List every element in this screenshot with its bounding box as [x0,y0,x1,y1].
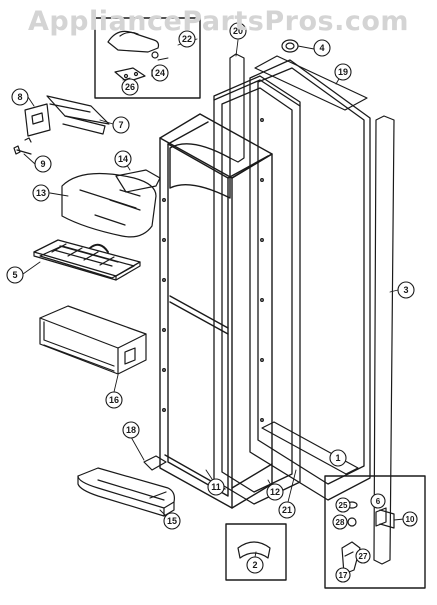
bottom-trim-part [261,421,359,475]
callout-label-19: 19 [338,67,348,77]
callout-16 [105,391,123,409]
callout-13 [32,184,50,202]
callout-1 [329,449,347,467]
callout-label-5: 5 [12,270,17,280]
callout-17 [335,567,351,583]
callout-label-15: 15 [167,516,177,526]
callout-8 [11,88,29,106]
cover-part [115,169,161,193]
callout-15 [163,512,181,530]
door-liner [159,113,273,509]
callout-label-28: 28 [336,518,345,527]
callout-24 [151,64,169,82]
callout-19 [334,63,352,81]
callout-label-10: 10 [406,515,415,524]
callout-label-4: 4 [319,43,324,53]
dairy-door-part [61,172,157,238]
callout-label-21: 21 [282,505,292,515]
callout-20 [229,22,247,40]
callout-label-7: 7 [118,120,123,130]
callout-label-9: 9 [40,159,45,169]
bracket-assembly [24,95,110,143]
callout-12 [266,483,284,501]
callout-label-20: 20 [233,26,243,36]
watermark: AppliancePartsPros.com [27,6,410,37]
callout-label-18: 18 [126,425,136,435]
callout-25 [335,497,351,513]
callout-label-27: 27 [359,552,368,561]
side-trim-part [373,115,395,565]
callout-27 [355,548,371,564]
callout-label-16: 16 [109,395,119,405]
door-panel [249,59,371,501]
callouts [6,22,418,583]
callout-label-22: 22 [182,34,192,44]
callout-3 [397,281,415,299]
callout-label-8: 8 [17,92,22,102]
callout-7 [112,116,130,134]
callout-26 [121,78,139,96]
callout-28 [332,514,348,530]
inset-box-2 [225,523,287,581]
callout-label-24: 24 [155,68,165,78]
callout-label-2: 2 [252,560,257,570]
callout-14 [114,150,132,168]
callout-6 [370,493,386,509]
callout-21 [278,501,296,519]
callout-4 [313,39,331,57]
callout-labels: 22 24 26 8 7 9 14 13 5 16 18 15 11 12 21… [12,26,415,580]
door-gasket [213,75,301,505]
callout-label-14: 14 [118,154,128,164]
callout-11 [207,478,225,496]
callout-label-11: 11 [211,482,221,492]
top-trim-part [254,55,368,111]
callout-22 [178,30,196,48]
callout-label-6: 6 [376,497,381,506]
handle-trim-part [229,53,245,163]
egg-tray-part [33,239,141,281]
callout-2 [246,556,264,574]
callout-label-26: 26 [125,82,135,92]
screw-part [13,145,32,155]
callout-9 [34,155,52,173]
callout-label-25: 25 [339,501,348,510]
callout-label-17: 17 [339,571,348,580]
callout-label-1: 1 [335,453,340,463]
callout-10 [402,511,418,527]
door-bin-part [39,305,147,375]
callout-18 [122,421,140,439]
callout-label-3: 3 [403,285,408,295]
callout-label-12: 12 [270,487,280,497]
callout-label-13: 13 [36,188,46,198]
callout-5 [6,266,24,284]
